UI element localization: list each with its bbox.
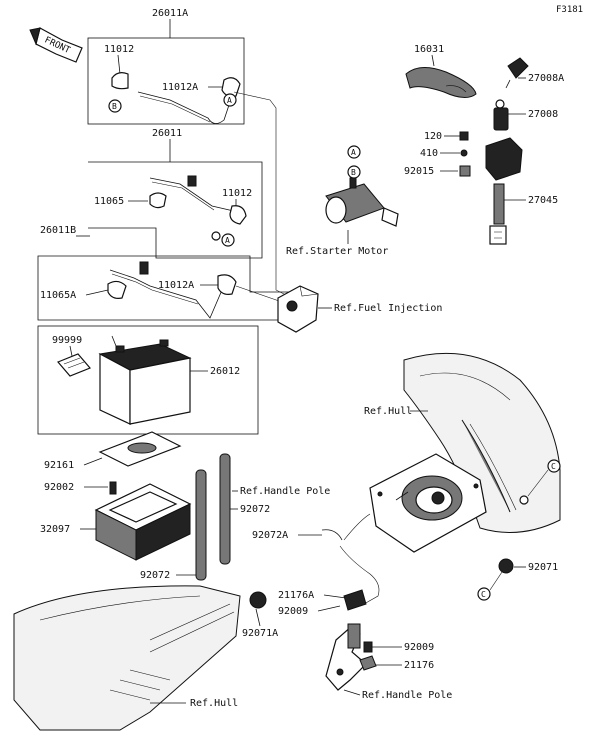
- ref-starter-motor: Ref.Starter Motor: [286, 246, 388, 257]
- callout-92071: 92071: [528, 562, 558, 573]
- clamp-21176A: [343, 589, 367, 611]
- terminal-cap-11012-top: [111, 72, 129, 90]
- lanyard-16031: [405, 67, 477, 98]
- callout-92002: 92002: [44, 482, 74, 493]
- callout-26012: 26012: [210, 366, 240, 377]
- screw-92009: [363, 641, 373, 653]
- hull-bottom-section: [13, 585, 241, 731]
- front-arrow-icon: FRONT: [29, 27, 83, 63]
- tag-a-mid: [221, 233, 235, 247]
- tag-a-mid-label: A: [225, 236, 230, 245]
- callout-11012-top: 11012: [104, 44, 134, 55]
- cable-26011B: [109, 269, 223, 319]
- figure-code: F3181: [556, 5, 583, 15]
- callout-11065: 11065: [94, 196, 124, 207]
- fuel-injection-relay: [277, 285, 319, 333]
- callout-120: 120: [424, 131, 442, 142]
- callout-92009-right: 92009: [404, 642, 434, 653]
- callout-92072A: 92072A: [252, 530, 288, 541]
- tether-cable: [343, 513, 371, 541]
- nut-92015: [459, 165, 471, 177]
- handle-pole-bracket: [325, 623, 367, 691]
- battery-26012: [98, 335, 192, 425]
- key-27008A: [505, 57, 529, 89]
- group-box-26011A: [87, 37, 245, 125]
- callout-16031: 16031: [414, 44, 444, 55]
- callout-92071A: 92071A: [242, 628, 278, 639]
- terminal-cover-11065: [149, 192, 167, 209]
- terminal-cap-11012-mid: [229, 205, 247, 225]
- hatch-plate: [369, 453, 487, 553]
- tag-b-starter-label: B: [351, 168, 356, 177]
- callout-92161: 92161: [44, 460, 74, 471]
- callout-26011A: 26011A: [152, 8, 188, 19]
- switch-27045: [485, 137, 523, 245]
- battery-case-32097: [94, 483, 192, 561]
- callout-21176A: 21176A: [278, 590, 314, 601]
- callout-27008: 27008: [528, 109, 558, 120]
- hull-right-section: [403, 352, 561, 533]
- bolt-92002: [109, 481, 117, 495]
- callout-27008A: 27008A: [528, 73, 564, 84]
- tag-c-hull-label: C: [551, 462, 556, 471]
- callout-92072-left: 92072: [140, 570, 170, 581]
- ref-fuel-injection: Ref.Fuel Injection: [334, 303, 442, 314]
- terminal-cover-11065A: [107, 280, 127, 299]
- terminal-cap-11012A-top: [221, 77, 241, 97]
- battery-cover-92161: [98, 431, 182, 467]
- tag-a-starter-label: A: [351, 148, 356, 157]
- callout-26011: 26011: [152, 128, 182, 139]
- ref-handle-pole-bottom: Ref.Handle Pole: [362, 690, 452, 701]
- ref-hull-bottom: Ref.Hull: [190, 698, 238, 709]
- callout-11012-mid: 11012: [222, 188, 252, 199]
- washer-410: [460, 149, 468, 157]
- starter-motor: [325, 177, 399, 227]
- callout-26011B: 26011B: [40, 225, 76, 236]
- tag-b-top: [108, 99, 122, 113]
- callout-21176: 21176: [404, 660, 434, 671]
- callout-92072-right: 92072: [240, 504, 270, 515]
- tag-c-right-label: C: [481, 590, 486, 599]
- callout-11065A: 11065A: [40, 290, 76, 301]
- strap-92072-right: [219, 453, 231, 565]
- callout-92009-left: 92009: [278, 606, 308, 617]
- callout-11012A-top: 11012A: [162, 82, 198, 93]
- callout-410: 410: [420, 148, 438, 159]
- tag-b-top-label: B: [112, 102, 117, 111]
- cable-26011: [149, 177, 239, 213]
- terminal-cap-11012A-bot: [217, 274, 237, 295]
- tag-c-hull: [547, 459, 561, 473]
- ref-handle-pole-top: Ref.Handle Pole: [240, 486, 330, 497]
- grommet-92071A: [249, 591, 267, 609]
- callout-32097: 32097: [40, 524, 70, 535]
- key-27008: [493, 99, 509, 131]
- callout-27045: 27045: [528, 195, 558, 206]
- tag-c-right: [477, 587, 491, 601]
- tag-a-top-label: A: [227, 96, 232, 105]
- ref-hull-right: Ref.Hull: [364, 406, 412, 417]
- callout-99999: 99999: [52, 335, 82, 346]
- strap-92072-left: [195, 469, 207, 581]
- strap-92072A: [321, 529, 343, 541]
- grommet-92071: [498, 558, 514, 574]
- tag-a-top: [223, 93, 237, 107]
- screw-120: [459, 131, 469, 141]
- callout-11012A-bot: 11012A: [158, 280, 194, 291]
- cable-26011A: [137, 91, 233, 124]
- clamp-21176: [359, 655, 377, 671]
- battery-label-sticker: [56, 353, 92, 377]
- tag-a-starter: [347, 145, 361, 159]
- group-box-26011: [88, 161, 263, 259]
- callout-92015: 92015: [404, 166, 434, 177]
